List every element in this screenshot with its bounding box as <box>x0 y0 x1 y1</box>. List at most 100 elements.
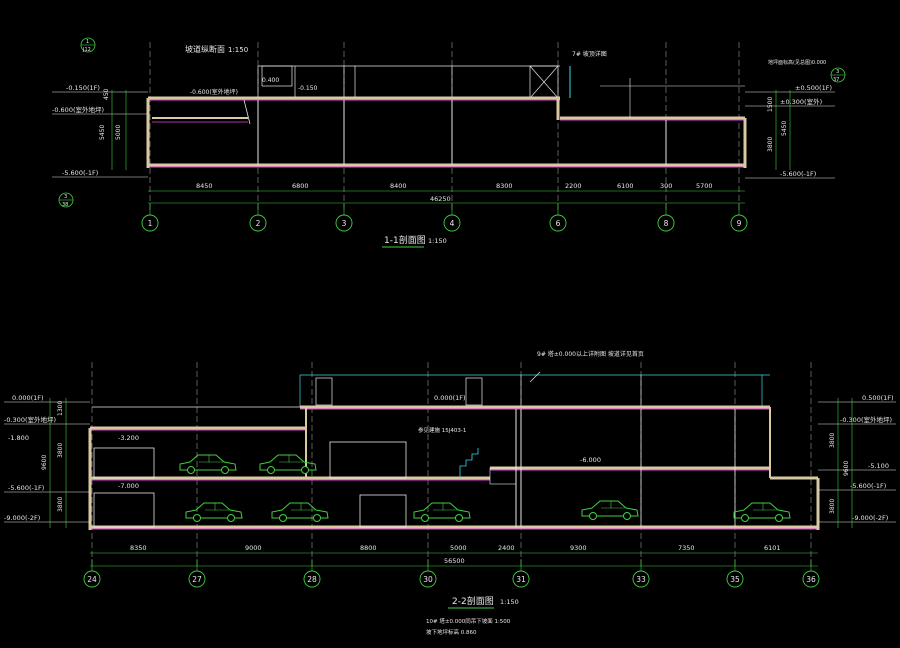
gridlines-2 <box>91 362 812 568</box>
cars-group <box>179 454 791 522</box>
vertical-dim: 3800 <box>57 443 64 458</box>
elevation-label: -5.100 <box>868 462 889 470</box>
total-dim: 56500 <box>444 557 465 565</box>
level-label: -6.000 <box>580 456 601 464</box>
elevation-label: -9.000(-2F) <box>4 514 40 522</box>
callout-top: 3 <box>836 69 839 75</box>
grid-label: 35 <box>730 575 740 584</box>
grid-label: 31 <box>516 575 526 584</box>
vertical-dim: 5450 <box>99 125 106 140</box>
car-icon <box>179 454 237 474</box>
gridlines-1 <box>149 42 740 212</box>
structure-1 <box>146 66 747 168</box>
grid-bubble: 31 <box>512 559 530 588</box>
callouts-1: 1 J12 3 38 3 37 <box>58 37 846 208</box>
grid-label: 28 <box>307 575 317 584</box>
grid-bubble: 3 <box>335 203 353 232</box>
dim-label: 7350 <box>678 544 695 552</box>
grid-bubbles-1: 1 2 3 4 6 8 9 <box>141 203 748 232</box>
level-label: 0.400 <box>262 77 279 84</box>
note-1: 10# 塔±0.000同吊下坡面 1:500 <box>426 617 511 625</box>
detail-title: 坡道纵断面 <box>185 44 225 54</box>
car-icon <box>413 502 471 522</box>
grid-label: 3 <box>342 219 347 228</box>
grid-label: 33 <box>636 575 646 584</box>
level-label: -0.600(室外地坪) <box>190 88 238 96</box>
grid-label: 6 <box>556 219 561 228</box>
elevation-label: -9.000(-2F) <box>852 514 888 522</box>
grid-bubble: 1 <box>141 203 159 232</box>
vertical-dim: 3800 <box>767 137 774 152</box>
callout-bottom: 37 <box>833 77 839 83</box>
grid-bubbles-2: 24 27 28 30 31 33 35 36 <box>83 559 820 588</box>
callout-circle-icon: 3 37 <box>830 67 846 83</box>
section-2-2: 9# 塔±0.000以上详附图 坡道详见首页 参见建施 15J403-1 <box>4 350 896 636</box>
grid-label: 30 <box>423 575 433 584</box>
dim-label: 6101 <box>764 544 781 552</box>
note-2: 坡下地坪标高 0.860 <box>426 628 477 636</box>
roof-structure-2 <box>299 371 770 407</box>
dim-label: 6100 <box>617 182 634 190</box>
grid-bubble: 24 <box>83 559 101 588</box>
elevation-label: ±0.500(1F) <box>795 84 832 92</box>
vertical-dim: 5000 <box>115 125 122 140</box>
grid-bubble: 30 <box>419 559 437 588</box>
top-note-2: 9# 塔±0.000以上详附图 坡道详见首页 <box>537 350 644 358</box>
dim-label: 300 <box>660 182 672 190</box>
mid-note-2: 参见建施 15J403-1 <box>418 426 466 434</box>
elevation-label: -0.150(1F) <box>66 84 100 92</box>
grid-bubble: 8 <box>657 203 675 232</box>
grid-bubble: 2 <box>249 203 267 232</box>
section-1-1: 坡道纵断面 1:150 7# 坡顶详图 地坪面标高(见总图)0.000 <box>52 37 846 248</box>
elevation-label: 0.500(1F) <box>862 394 894 402</box>
dim-label: 2400 <box>498 544 515 552</box>
elevation-label: -5.600(-1F) <box>8 484 44 492</box>
grid-label: 27 <box>192 575 202 584</box>
elevation-label: -0.300(室外地坪) <box>840 415 892 424</box>
callout-top: 3 <box>64 194 67 200</box>
right-elevations-2: 0.500(1F) -0.300(室外地坪) -5.100 -5.600(-1F… <box>818 394 896 528</box>
section-scale-2: 1:150 <box>500 598 519 606</box>
callout-bottom: J12 <box>82 47 91 53</box>
vertical-dim: 450 <box>103 88 110 100</box>
dim-label: 5000 <box>450 544 467 552</box>
grid-label: 9 <box>737 219 742 228</box>
grid-label: 8 <box>664 219 669 228</box>
dimension-chain-1: 8450 6800 8400 8300 2200 6100 300 5700 4… <box>148 182 745 204</box>
left-elevations-2: 0.000(1F) -0.300(室外地坪) -1.800 -5.600(-1F… <box>4 394 90 528</box>
dim-label: 8400 <box>390 182 407 190</box>
grid-label: 2 <box>256 219 261 228</box>
vertical-dim: 1500 <box>767 97 774 112</box>
section-title-2: 2-2剖面图 <box>452 595 494 607</box>
elevation-label: -0.600(室外地坪) <box>52 105 104 114</box>
grid-bubble: 27 <box>188 559 206 588</box>
dim-label: 8300 <box>496 182 513 190</box>
structure-2 <box>88 405 820 530</box>
level-label: -7.000 <box>118 482 139 490</box>
grid-bubble: 28 <box>303 559 321 588</box>
elevation-label: -5.600(-1F) <box>780 170 816 178</box>
section-title-1: 1-1剖面图 <box>384 234 426 246</box>
grid-bubble: 4 <box>443 203 461 232</box>
left-elevations-1: -0.150(1F) -0.600(室外地坪) -5.600(-1F) 450 … <box>52 84 148 178</box>
section-scale-1: 1:150 <box>428 237 447 245</box>
level-label: 0.000(1F) <box>434 394 466 402</box>
roof-structure-1 <box>257 65 560 99</box>
right-elevations-1: ±0.300(室外) ±0.500(1F) -5.600(-1F) 1500 5… <box>745 84 835 179</box>
dim-label: 9000 <box>245 544 262 552</box>
elevation-label: ±0.300(室外) <box>780 97 822 106</box>
elevation-label: 0.000(1F) <box>12 394 44 402</box>
dim-label: 5700 <box>696 182 713 190</box>
grid-bubble: 36 <box>802 559 820 588</box>
callout-circle-icon: 1 J12 <box>80 37 96 53</box>
vertical-dim: 1300 <box>57 401 64 416</box>
vertical-dim: 5450 <box>781 121 788 136</box>
vertical-dim: 3800 <box>829 499 836 514</box>
dim-label: 8350 <box>130 544 147 552</box>
detail-scale: 1:150 <box>228 46 248 54</box>
grid-label: 4 <box>450 219 455 228</box>
grid-label: 36 <box>806 575 816 584</box>
car-icon <box>259 454 317 474</box>
